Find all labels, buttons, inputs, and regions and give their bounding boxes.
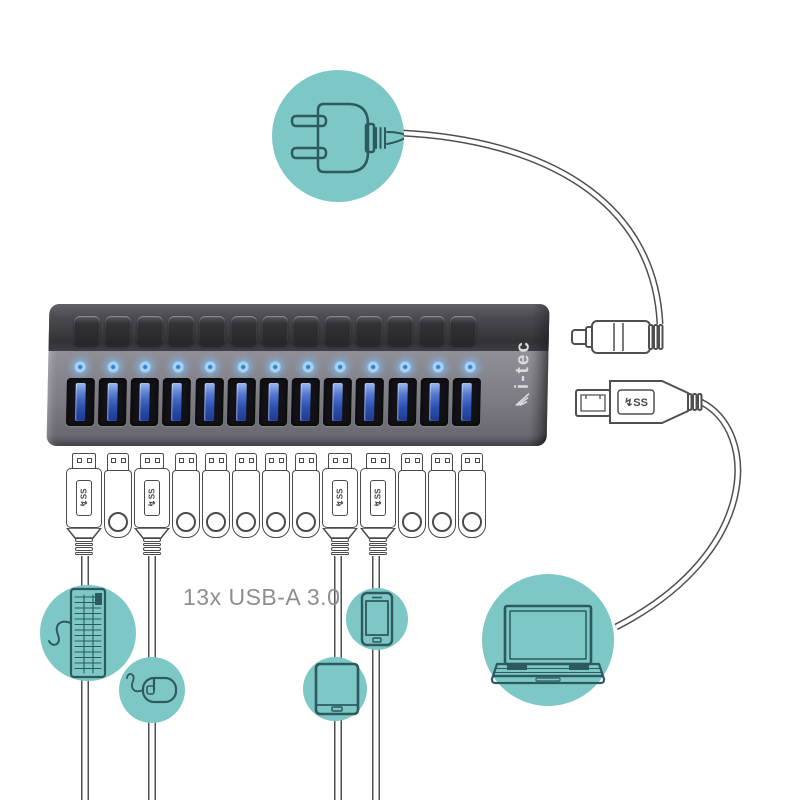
usb-plug-body: ↯SS: [66, 468, 102, 528]
usb3-trident-icon: ↯: [146, 499, 157, 508]
flash-drive-body: [172, 470, 200, 538]
usb-connector: ↯SS: [262, 453, 290, 538]
usb-b-cable: [614, 398, 742, 631]
usb-connector: ↯SS: [202, 453, 230, 538]
usb-plug-neck: [322, 528, 358, 539]
laptop-icon: [490, 604, 606, 685]
usb-connector: ↯SS: [292, 453, 320, 538]
flash-drive-cap: [265, 453, 287, 471]
brand-logo: i-tec: [511, 340, 535, 436]
flash-drive-cap: [175, 453, 197, 471]
usb-connector: ↯SS: [172, 453, 200, 538]
usb-connector: ↯SS: [134, 453, 170, 555]
usb-plug-body: ↯SS: [134, 468, 170, 528]
usb-plug-strain-relief: [331, 538, 349, 555]
connector-row: ↯SS ↯SS: [66, 453, 486, 555]
caption-label: 13x USB-A 3.0: [183, 584, 341, 610]
smartphone-icon: [360, 591, 394, 647]
usb-plug-neck: [360, 528, 396, 539]
usb-plug-neck: [66, 528, 102, 539]
power-plug-icon: [290, 102, 404, 174]
usb-plug-shield: [328, 453, 352, 469]
usb-connector: ↯SS: [104, 453, 132, 538]
flash-drive-ring: [266, 512, 286, 532]
mouse-circle: [119, 657, 185, 723]
usb-hub: i-tec: [46, 304, 550, 446]
usb-connector: ↯SS: [66, 453, 102, 555]
flash-drive-ring: [206, 512, 226, 532]
usb-plug-shield: [72, 453, 96, 469]
power-cable: [401, 129, 664, 325]
usb3-ss-label: SS: [373, 488, 382, 500]
usb3-ss-label: SS: [147, 488, 156, 500]
flash-drive-body: [398, 470, 426, 538]
flash-drive-ring: [462, 512, 482, 532]
flash-drive-ring: [236, 512, 256, 532]
flash-drive-body: [202, 470, 230, 538]
flash-drive-body: [262, 470, 290, 538]
usb3-logo-badge: ↯SS: [332, 480, 348, 516]
usb3-logo-badge: ↯SS: [76, 480, 92, 516]
flash-drive-ring: [432, 512, 452, 532]
usb3-trident-icon: ↯: [334, 499, 345, 508]
flash-drive-ring: [296, 512, 316, 532]
flash-drive-body: [428, 470, 456, 538]
usb-connector: ↯SS: [428, 453, 456, 538]
usb3-trident-icon: ↯: [372, 499, 383, 508]
flash-drive-cap: [235, 453, 257, 471]
laptop-circle: [482, 574, 614, 706]
usb-plug-body: ↯SS: [360, 468, 396, 528]
flash-drive-body: [292, 470, 320, 538]
usb-connector: ↯SS: [360, 453, 396, 555]
flash-drive-ring: [402, 512, 422, 532]
flash-drive-body: [458, 470, 486, 538]
keyboard-icon: [48, 587, 107, 679]
flash-drive-cap: [205, 453, 227, 471]
tablet-circle: [303, 657, 367, 721]
usb-plug-strain-relief: [143, 538, 161, 555]
flash-drive-body: [232, 470, 260, 538]
flash-drive-body: [104, 470, 132, 538]
power-circle: [272, 70, 404, 202]
usb3-logo-label: ↯SS: [624, 397, 648, 409]
smartphone-circle: [346, 588, 408, 650]
keyboard-circle: [40, 585, 136, 681]
usb-plug-shield: [366, 453, 390, 469]
usb-plug-neck: [134, 528, 170, 539]
usb-connector: ↯SS: [398, 453, 426, 538]
usb3-trident-icon: ↯: [78, 499, 89, 508]
usb3-logo-badge: ↯SS: [370, 480, 386, 516]
flash-drive-ring: [176, 512, 196, 532]
flash-drive-ring: [108, 512, 128, 532]
usb3-ss-label: SS: [79, 488, 88, 500]
usb-plug-body: ↯SS: [322, 468, 358, 528]
usb-connector: ↯SS: [458, 453, 486, 538]
usb-connector: ↯SS: [322, 453, 358, 555]
usb-plug-strain-relief: [369, 538, 387, 555]
flash-drive-cap: [431, 453, 453, 471]
usb-plug-shield: [140, 453, 164, 469]
usb-connector: ↯SS: [232, 453, 260, 538]
flash-drive-cap: [295, 453, 317, 471]
flash-drive-cap: [401, 453, 423, 471]
brand-logo-wing-icon: [515, 393, 530, 406]
usb3-ss-label: SS: [335, 488, 344, 500]
tablet-icon: [314, 662, 360, 716]
usb3-logo-badge: ↯SS: [144, 480, 160, 516]
flash-drive-cap: [461, 453, 483, 471]
flash-drive-cap: [107, 453, 129, 471]
mouse-icon: [126, 673, 178, 704]
usb-plug-strain-relief: [75, 538, 93, 555]
